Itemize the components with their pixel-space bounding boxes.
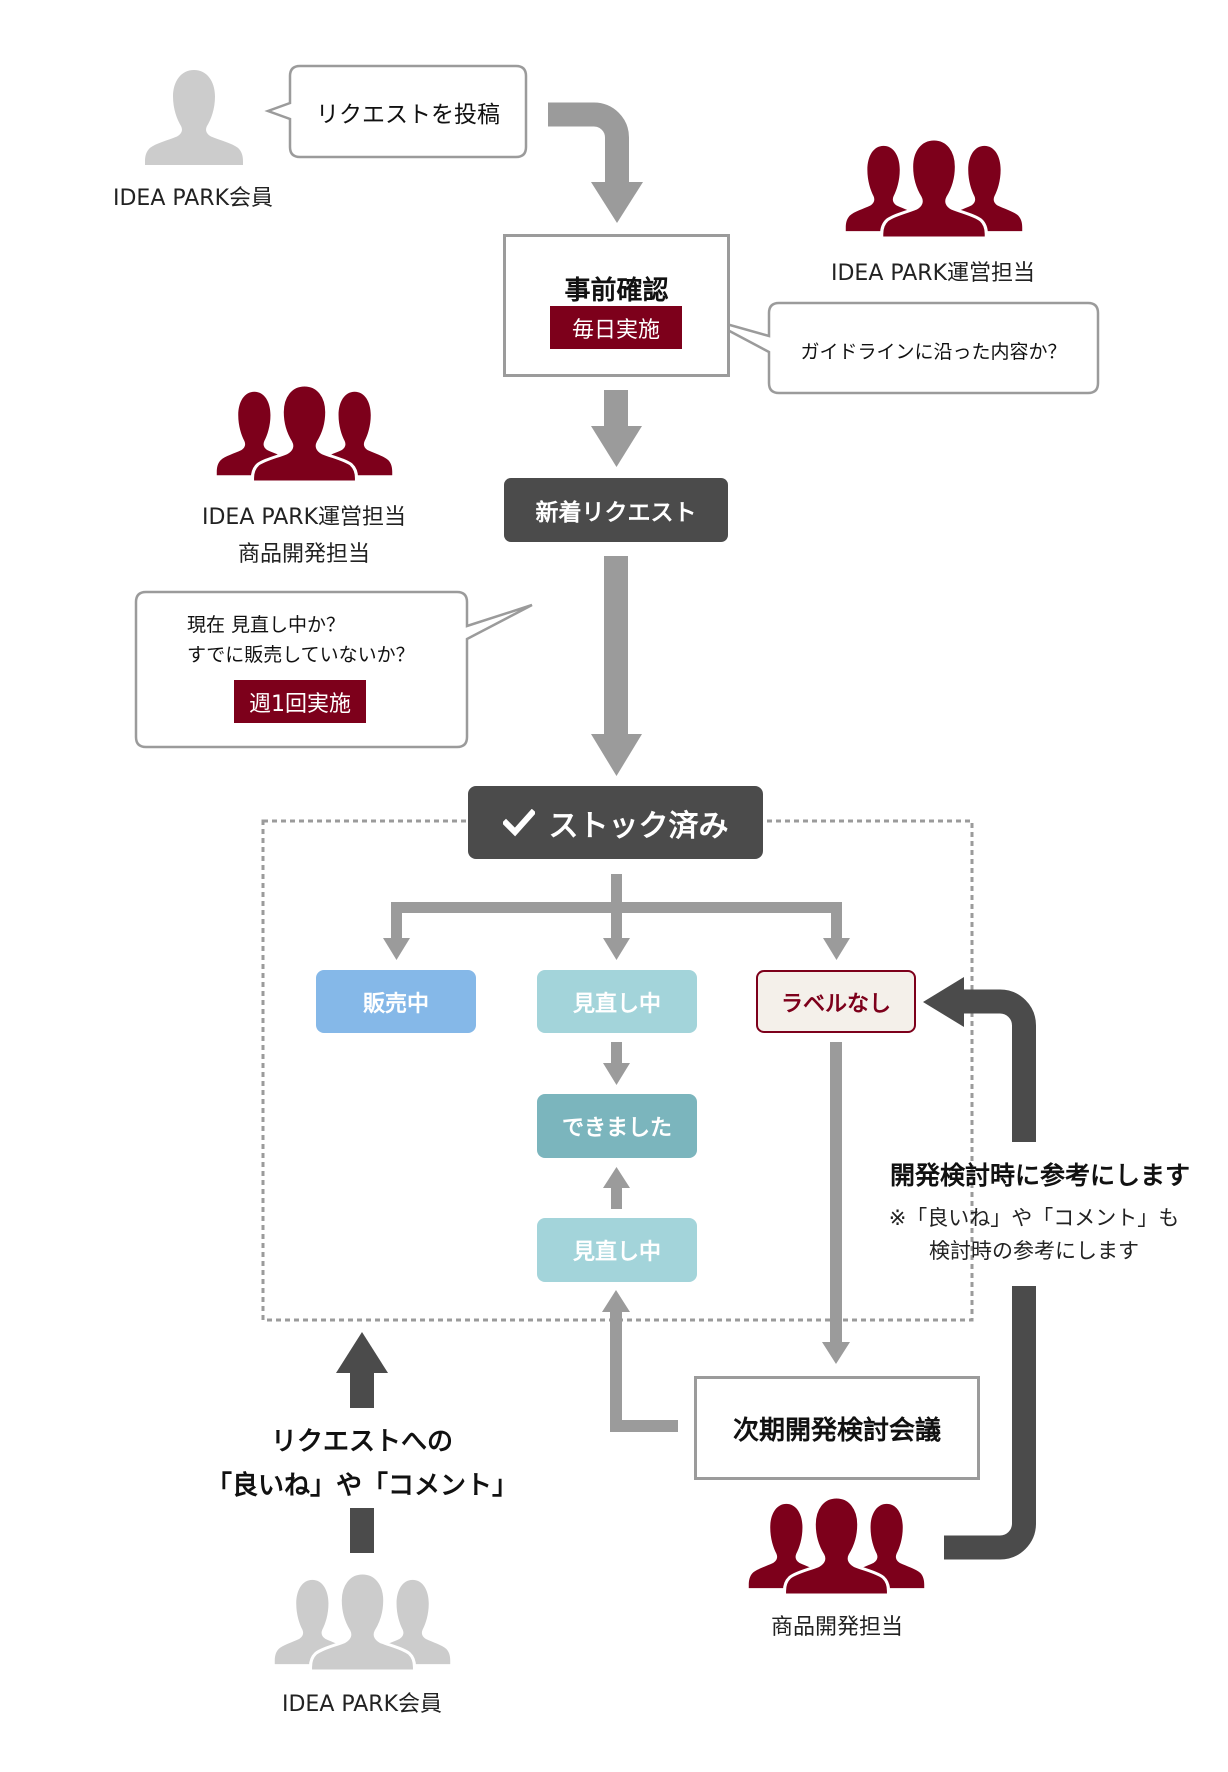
group-icon: [274, 1573, 451, 1671]
status-done: できました: [537, 1094, 697, 1158]
ops-staff-label: IDEA PARK運営担当: [831, 261, 1035, 286]
arrow-feedback-loop: [923, 977, 1036, 1560]
arrow-new-request-to-stocked: [591, 556, 642, 776]
status-under-review: 見直し中: [537, 970, 697, 1033]
daily-frequency-badge: 毎日実施: [550, 306, 682, 349]
ops-staff-label: IDEA PARK運営担当: [202, 505, 406, 530]
status-no-label: ラベルなし: [756, 970, 916, 1033]
member-label: IDEA PARK会員: [282, 1692, 442, 1717]
group-icon: [845, 139, 1023, 238]
person-icon: [145, 70, 243, 165]
stocked-label: ストック済み: [548, 808, 729, 844]
product-dev-label: 商品開発担当: [237, 542, 370, 567]
new-request-box: 新着リクエスト: [504, 478, 728, 542]
arrow-meeting-to-review: [602, 1290, 678, 1432]
question-already-on-sale: すでに販売していないか？: [187, 644, 415, 666]
group-icon: [748, 1497, 925, 1595]
feedback-note-line-2: 検討時の参考にします: [929, 1239, 1139, 1263]
check-icon: [502, 808, 535, 836]
product-dev-label: 商品開発担当: [770, 1615, 903, 1640]
arrow-post-to-precheck: [548, 102, 643, 223]
arrow-review2-to-done: [603, 1167, 630, 1209]
branch-arrowhead-under-review: [603, 938, 630, 960]
precheck-title: 事前確認: [564, 275, 669, 306]
arrow-no-label-to-meeting: [822, 1042, 850, 1364]
arrow-member-reactions: [336, 1332, 388, 1553]
branch-arrows: [383, 874, 850, 960]
member-label: IDEA PARK会員: [113, 186, 273, 211]
next-meeting-box: 次期開発検討会議: [694, 1376, 980, 1480]
post-request-bubble: [264, 64, 528, 159]
member-reactions-line-2: 「良いね」や「コメント」: [205, 1470, 518, 1501]
arrow-precheck-to-new-request: [591, 390, 642, 467]
branch-arrowhead-on-sale: [383, 938, 410, 960]
group-icon: [216, 385, 393, 482]
feedback-title: 開発検討時に参考にします: [889, 1161, 1190, 1190]
status-on-sale: 販売中: [316, 970, 476, 1033]
post-request-bubble-text: リクエストを投稿: [316, 101, 500, 128]
weekly-frequency-badge: 週1回実施: [234, 680, 366, 723]
stocked-box: ストック済み: [468, 786, 763, 859]
status-under-review-returned: 見直し中: [537, 1218, 697, 1282]
arrow-review-to-done: [603, 1042, 630, 1085]
branch-arrowhead-no-label: [823, 938, 850, 960]
member-reactions-line-1: リクエストへの: [270, 1426, 453, 1457]
question-under-review: 現在 見直し中か？: [187, 614, 346, 636]
guideline-bubble: [704, 301, 1100, 395]
feedback-note-line-1: ※「良いね」や「コメント」も: [888, 1206, 1180, 1230]
guideline-bubble-text: ガイドラインに沿った内容か？: [800, 340, 1067, 363]
precheck-box: [503, 234, 730, 377]
